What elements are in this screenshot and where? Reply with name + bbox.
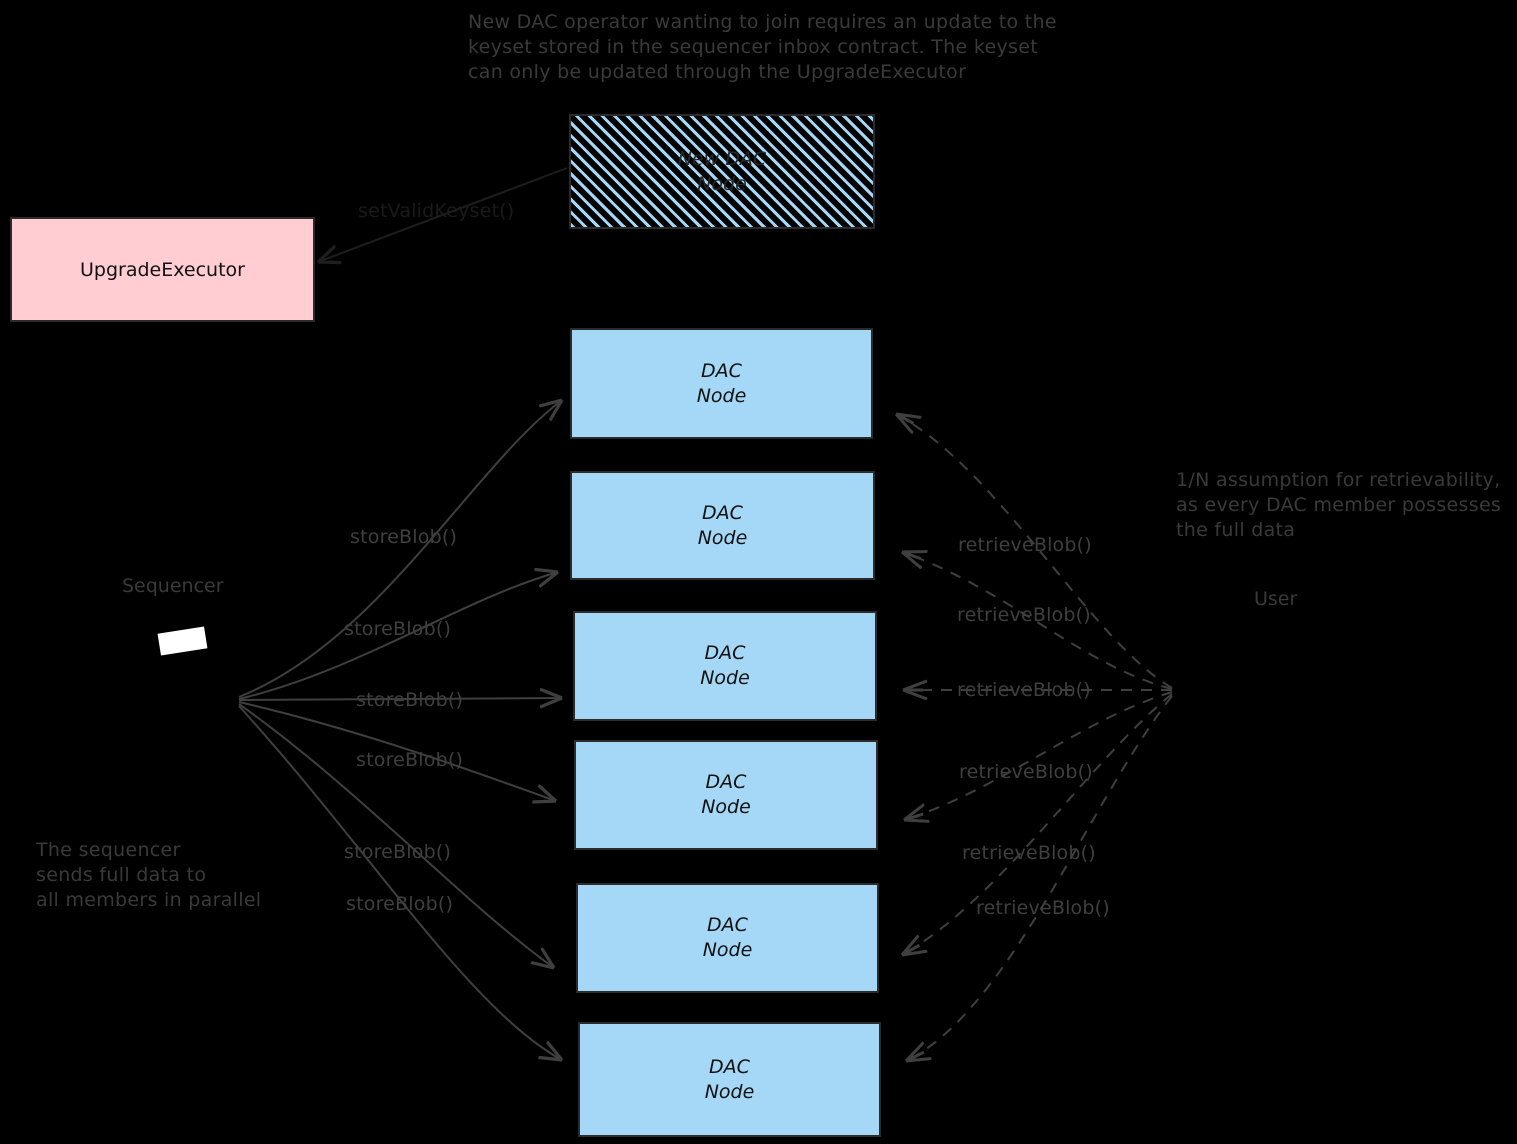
edge-label-store-blob-4: storeBlob() (356, 749, 464, 771)
new-dac-node-box[interactable]: New DAC Node (569, 114, 875, 229)
edge-label-retrieve-blob-6: retrieveBlob() (976, 897, 1110, 919)
edge-label-store-blob-6: storeBlob() (346, 893, 454, 915)
new-dac-node-line1: New DAC (677, 147, 767, 170)
edge-label-retrieve-blob-2: retrieveBlob() (957, 604, 1091, 626)
annotation-right-note: 1/N assumption for retrievability, as ev… (1176, 469, 1502, 541)
dac-node-2-line2: Node (697, 526, 748, 549)
edge-store-blob-5 (238, 703, 554, 968)
user-label: User (1254, 588, 1298, 610)
upgrade-executor-box[interactable]: UpgradeExecutor (10, 217, 315, 322)
dac-node-6-line2: Node (704, 1080, 755, 1103)
dac-node-box-1[interactable]: DAC Node (570, 328, 873, 439)
dac-node-4-line1: DAC (705, 771, 747, 793)
annotation-top-note: New DAC operator wanting to join require… (468, 11, 1057, 83)
edge-retrieve-blob-4 (904, 691, 1173, 820)
dac-node-4-line2: Node (701, 796, 751, 818)
dac-node-1-line2: Node (696, 384, 747, 407)
sequencer-label: Sequencer (122, 575, 224, 597)
dac-node-2-line1: DAC (702, 501, 743, 524)
sequencer-icon (157, 626, 208, 656)
edge-label-store-blob-2: storeBlob() (344, 618, 452, 640)
edge-label-retrieve-blob-1: retrieveBlob() (958, 534, 1092, 556)
dac-node-5-line2: Node (702, 939, 753, 961)
annotation-bottom-left-note: The sequencer sends full data to all mem… (36, 839, 262, 911)
dac-node-box-4[interactable]: DAC Node (574, 740, 878, 850)
dac-node-5-line1: DAC (707, 914, 748, 936)
dac-node-box-6[interactable]: DAC Node (578, 1022, 881, 1137)
dac-node-box-2[interactable]: DAC Node (570, 471, 875, 580)
dac-node-box-3[interactable]: DAC Node (573, 611, 877, 721)
edge-label-retrieve-blob-5: retrieveBlob() (962, 842, 1096, 864)
dac-node-1-line1: DAC (701, 359, 742, 382)
edge-label-store-blob-1: storeBlob() (350, 526, 458, 548)
edge-label-store-blob-3: storeBlob() (356, 689, 464, 711)
dac-node-3-line2: Node (700, 667, 750, 689)
edge-label-set-valid-keyset: setValidKeyset() (358, 200, 515, 222)
dac-node-box-5[interactable]: DAC Node (576, 883, 879, 993)
dac-node-6-line1: DAC (709, 1055, 750, 1078)
edge-label-retrieve-blob-4: retrieveBlob() (959, 761, 1093, 783)
upgrade-executor-label: UpgradeExecutor (80, 258, 245, 281)
dac-node-3-line1: DAC (704, 642, 746, 664)
edge-store-blob-1 (238, 400, 562, 698)
edge-label-retrieve-blob-3: retrieveBlob() (957, 679, 1091, 701)
new-dac-node-line2: Node (697, 172, 747, 195)
edge-label-store-blob-5: storeBlob() (344, 841, 452, 863)
edge-retrieve-blob-6 (906, 695, 1173, 1061)
